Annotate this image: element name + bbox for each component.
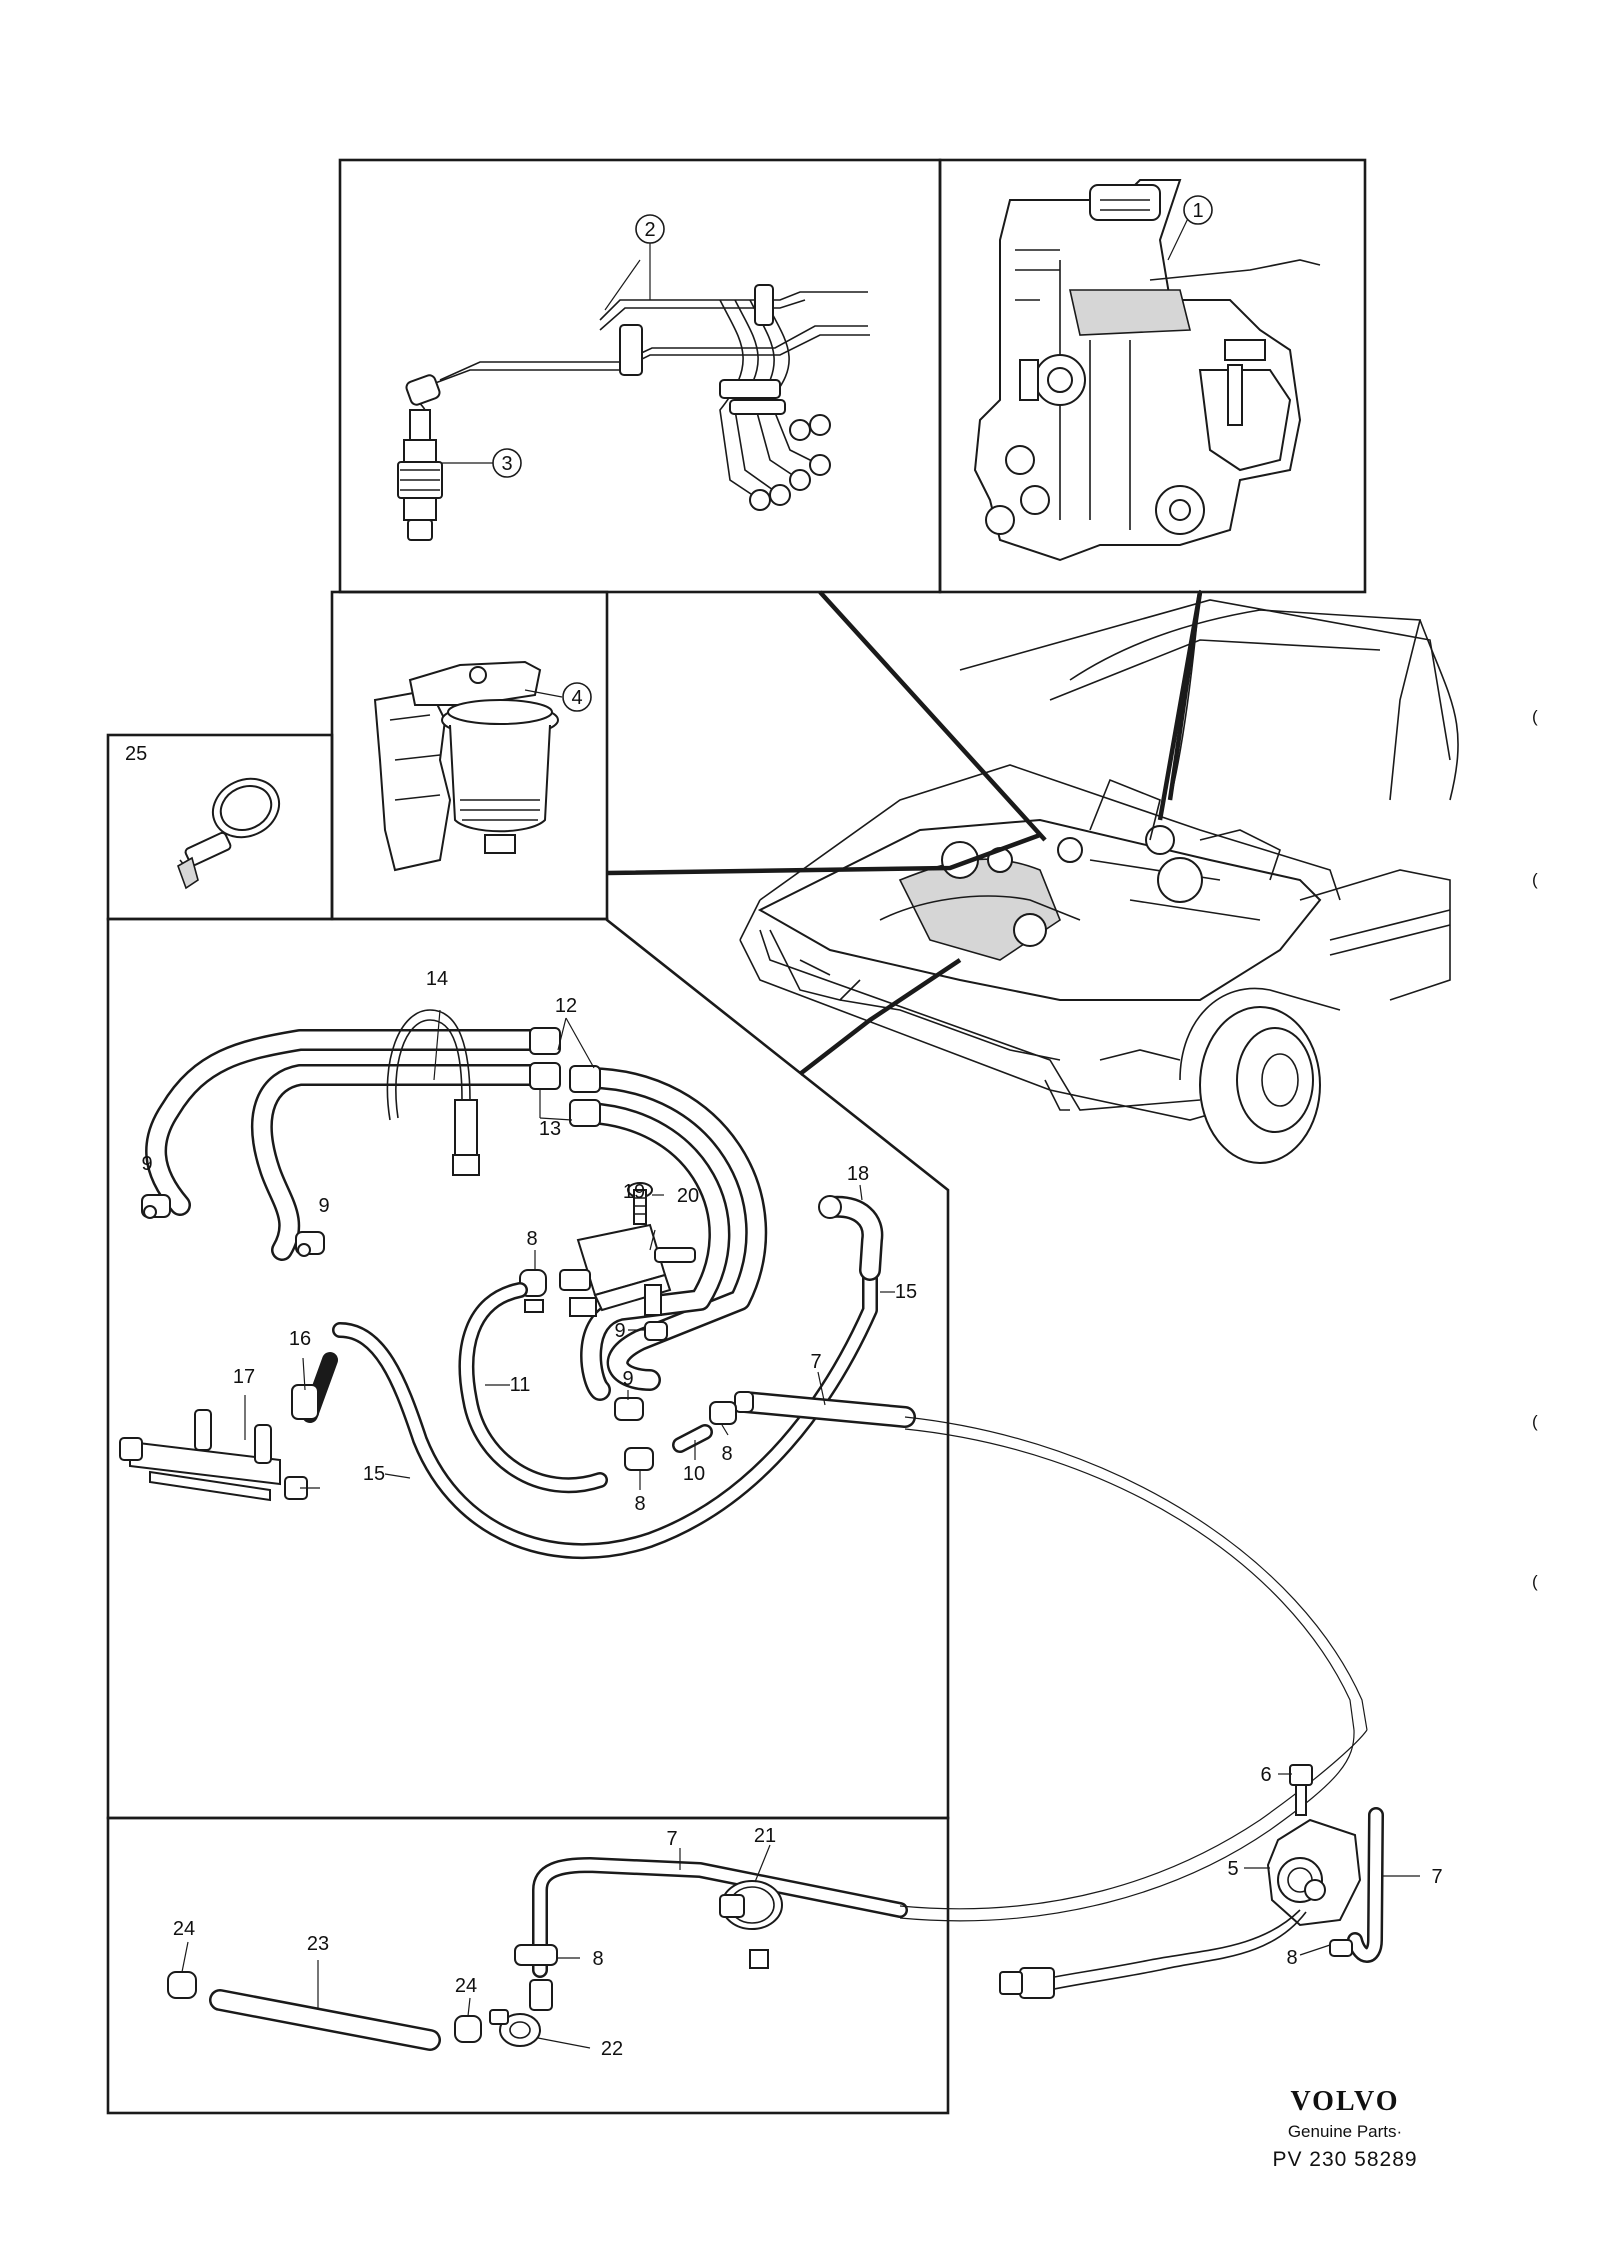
margin-marks: ( ( ( ( (1532, 707, 1538, 1591)
callouts: 1 2 3 4 25 14 12 13 9 9 18 19 20 8 15 9 … (125, 195, 1443, 2060)
callout-8-b: 8 (721, 1443, 732, 1465)
margin-mark-1: ( (1532, 707, 1538, 726)
callout-16: 16 (289, 1328, 311, 1350)
margin-mark-3: ( (1532, 1412, 1538, 1431)
callout-9-a: 9 (141, 1153, 152, 1175)
injection-pump-drawing (973, 179, 1321, 562)
brand-logo: VOLVO (1291, 2086, 1400, 2117)
margin-mark-2: ( (1532, 870, 1538, 889)
callout-25: 25 (125, 743, 147, 765)
panel-frames (106, 158, 1367, 2115)
clamp-9-right (295, 1231, 325, 1257)
callout-8-e: 8 (1286, 1947, 1297, 1969)
callout-15-a: 15 (895, 1281, 917, 1303)
callout-19: 19 (623, 1181, 645, 1203)
callout-1: 1 (1192, 200, 1203, 222)
callout-17: 17 (233, 1366, 255, 1388)
clamp-9-left (141, 1194, 171, 1219)
fuel-filter-drawing (373, 660, 563, 872)
callout-2: 2 (644, 219, 655, 241)
callout-20: 20 (677, 1185, 699, 1207)
callout-11: 11 (510, 1374, 531, 1396)
car-drawing (606, 589, 1459, 1164)
callout-24-b: 24 (455, 1975, 477, 1997)
branding: VOLVO Genuine Parts· PV 230 58289 (1272, 2086, 1417, 2171)
valve-19 (559, 1223, 696, 1317)
panel-injection-pump-frame (938, 158, 1367, 594)
callout-5: 5 (1227, 1858, 1238, 1880)
callout-8-a: 8 (526, 1228, 537, 1250)
margin-mark-4: ( (1532, 1572, 1538, 1591)
callout-18: 18 (847, 1163, 869, 1185)
callout-9-d: 9 (622, 1368, 633, 1390)
callout-8-c: 8 (634, 1493, 645, 1515)
callout-23: 23 (307, 1933, 329, 1955)
callout-9-b: 9 (318, 1195, 329, 1217)
callout-13: 13 (539, 1118, 561, 1140)
callout-21: 21 (754, 1825, 776, 1847)
clamp-25-drawing (177, 777, 281, 890)
callout-3: 3 (501, 453, 512, 475)
callout-12: 12 (555, 995, 577, 1017)
hose-assembly-drawing (119, 1009, 1368, 1731)
bottom-assembly-drawing (167, 1729, 1368, 2051)
callout-14: 14 (426, 968, 448, 990)
callout-10: 10 (683, 1463, 705, 1485)
callout-7-a: 7 (810, 1351, 821, 1373)
drawing-code: PV 230 58289 (1272, 2148, 1417, 2171)
callout-22: 22 (601, 2038, 623, 2060)
injection-lines-drawing (397, 259, 870, 541)
callout-7-b: 7 (666, 1828, 677, 1850)
callout-4: 4 (571, 687, 582, 709)
leader-lines (181, 209, 1420, 2049)
callout-9-c: 9 (614, 1320, 625, 1342)
brand-tagline: Genuine Parts· (1288, 2122, 1402, 2141)
callout-7-c: 7 (1431, 1866, 1442, 1888)
callout-15-b: 15 (363, 1463, 385, 1485)
callout-24-a: 24 (173, 1918, 195, 1940)
tank-unit-drawing (999, 1764, 1384, 1999)
callout-8-d: 8 (592, 1948, 603, 1970)
panel-bottom-frame (106, 1816, 950, 2115)
screw-20 (627, 1182, 653, 1225)
callout-6: 6 (1260, 1764, 1271, 1786)
